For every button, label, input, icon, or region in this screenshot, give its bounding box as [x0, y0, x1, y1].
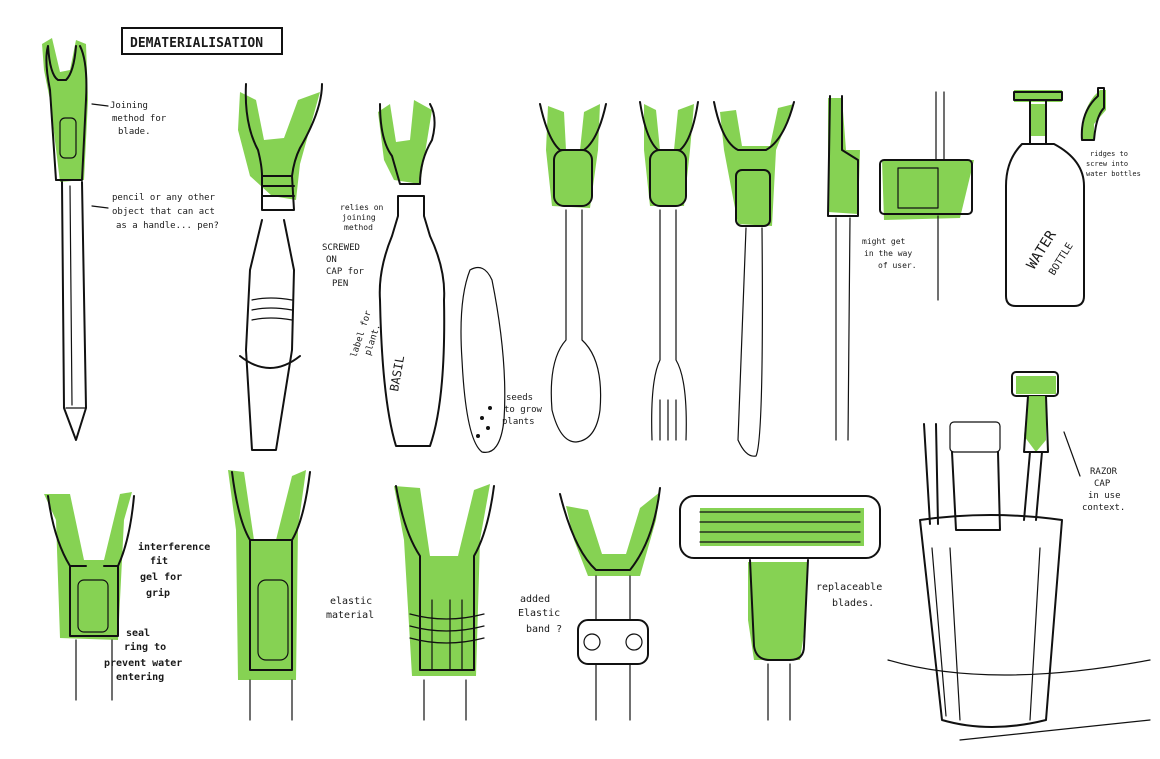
annotation-joining-method: Joining method for blade.: [92, 101, 167, 137]
annotation-text: object that can act: [112, 207, 215, 217]
annotation-text: screw into: [1086, 160, 1128, 168]
fork-sketch: [640, 102, 698, 440]
elastic-material-sketch: elastic material: [228, 470, 374, 720]
annotation-text: method for: [112, 114, 167, 124]
pen-cap-sketch: [238, 84, 322, 450]
annotation-text: as a handle... pen?: [116, 221, 219, 231]
screw-clamp-sketch: [560, 488, 660, 720]
annotation-text: might get: [862, 237, 906, 246]
annotation-text: CAP: [1094, 479, 1111, 489]
annotation-text: SCREWED: [322, 243, 360, 253]
annotation-text: replaceable: [816, 582, 882, 593]
page-title: DEMATERIALISATION: [130, 36, 263, 51]
annotation-text: ring to: [124, 641, 166, 653]
annotation-text: gel for: [140, 572, 182, 583]
annotation-text: method: [344, 223, 373, 232]
annotation-text: material: [326, 610, 374, 621]
annotation-text: in the way: [864, 249, 912, 258]
bathroom-cup-context-sketch: RAZOR CAP in use context.: [888, 372, 1150, 740]
plant-label-bottle-sketch: BASIL: [378, 100, 444, 446]
annotation-screwed-cap: SCREWED ON CAP for PEN: [322, 243, 365, 289]
annotation-text: CAP for: [326, 267, 365, 277]
annotation-text: seeds: [506, 393, 533, 403]
annotation-text: added: [520, 594, 550, 605]
razor-blades-sketch: replaceable blades.: [680, 496, 882, 720]
annotation-text: fit: [150, 555, 168, 567]
annotation-text: relies on: [340, 203, 384, 212]
spoon-sketch: [540, 104, 606, 442]
annotation-text: blades.: [832, 598, 874, 609]
annotation-text: in use: [1088, 491, 1121, 501]
annotation-text: Elastic: [518, 608, 560, 619]
title-box: DEMATERIALISATION: [122, 28, 282, 54]
annotation-text: interference: [138, 541, 210, 553]
elastic-band-sketch: added Elastic band ?: [394, 484, 562, 720]
annotation-text: blade.: [118, 127, 151, 137]
toothbrush-sketch: [714, 102, 794, 456]
annotation-pencil-handle: pencil or any other object that can act …: [92, 193, 219, 231]
annotation-text: band ?: [526, 624, 562, 635]
annotation-text: to grow: [504, 405, 543, 415]
annotation-relies-on-joining: relies on joining method: [340, 203, 384, 232]
annotation-text: ON: [326, 255, 337, 265]
annotation-text: PEN: [332, 279, 348, 289]
annotation-text: plants: [502, 417, 535, 427]
annotation-text: grip: [146, 587, 170, 599]
annotation-text: pencil or any other: [112, 193, 216, 203]
annotation-text: elastic: [330, 596, 372, 607]
annotation-text: joining: [342, 213, 376, 222]
pencil-cap-sketch: [42, 38, 88, 440]
annotation-text: entering: [116, 671, 164, 683]
annotation-text: prevent water: [104, 658, 182, 669]
annotation-text: Joining: [110, 101, 148, 111]
seed-spoon-sketch: seeds to grow plants: [461, 268, 543, 453]
annotation-text: water bottles: [1086, 170, 1141, 178]
annotation-might-get-in-way: might get in the way of user.: [862, 237, 917, 270]
water-bottle-sketch: WATER BOTTLE: [1006, 90, 1084, 306]
annotation-text: RAZOR: [1090, 467, 1118, 477]
ridged-cap-sketch: ridges to screw into water bottles: [1082, 88, 1141, 178]
annotation-text: of user.: [878, 261, 917, 270]
annotation-text: ridges to: [1090, 150, 1128, 158]
annotation-plant-label: label for plant.: [349, 309, 383, 359]
annotation-text: BASIL: [387, 355, 407, 393]
annotation-interference-fit: interference fit gel for grip: [138, 541, 210, 599]
annotation-text: context.: [1082, 503, 1125, 513]
annotation-text: seal: [126, 628, 150, 639]
